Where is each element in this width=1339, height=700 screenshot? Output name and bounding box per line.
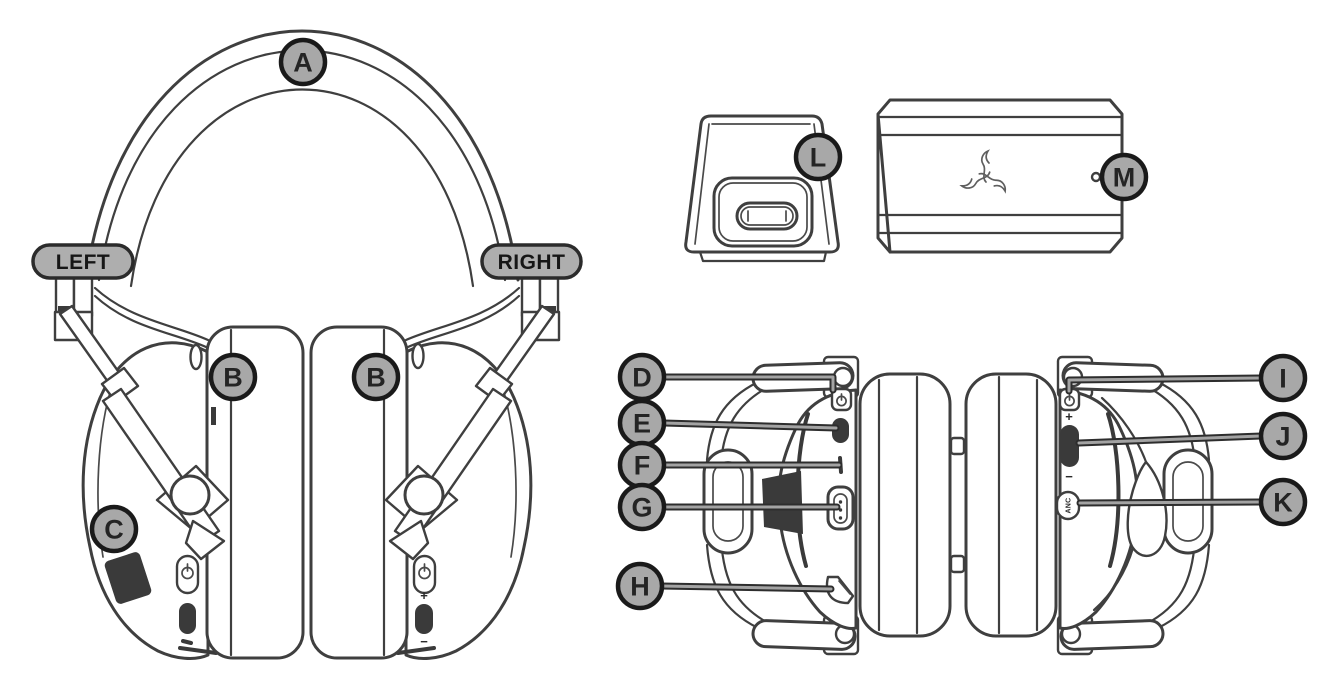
right-earcup-shell — [396, 341, 533, 660]
left-wire-inner — [93, 294, 208, 349]
anc-button: ANC — [1055, 490, 1081, 521]
mic-boom-stub — [762, 471, 803, 534]
left-band-loop — [702, 448, 754, 555]
wireless-receiver-view: M — [876, 98, 1149, 254]
right-ear-cushion — [964, 372, 1058, 638]
svg-text:K: K — [1273, 488, 1293, 518]
left-shell-slot — [189, 343, 203, 371]
smartswitch-button-front — [179, 603, 196, 634]
volume-rocker — [1060, 425, 1079, 467]
cushion-tab-top — [949, 436, 966, 456]
svg-text:B: B — [223, 363, 243, 393]
headset-front-view: + − LEFT RIGHT A B B C — [31, 29, 583, 660]
right-bottom-slider-bar — [1059, 619, 1165, 651]
svg-text:G: G — [631, 493, 652, 523]
right-yoke-band-lower — [1092, 546, 1135, 612]
svg-text:B: B — [366, 363, 386, 393]
left-bottom-slider-bar — [751, 619, 857, 651]
callout-badge-g: G — [617, 482, 667, 532]
mic-dongle — [104, 552, 152, 604]
right-shell-slot — [411, 342, 425, 370]
left-top-hinge-ring — [832, 366, 854, 388]
svg-text:M: M — [1113, 163, 1136, 193]
volume-minus-mark: − — [1065, 469, 1073, 484]
right-shell-seam — [1106, 412, 1121, 568]
callout-badge-i: I — [1258, 353, 1308, 403]
headband-underside-arc — [129, 88, 475, 288]
left-ear-cushion — [858, 372, 952, 638]
svg-text:J: J — [1275, 422, 1290, 452]
led-dash — [181, 639, 193, 645]
left-tag-text: LEFT — [56, 251, 111, 274]
callout-badge-h: H — [615, 561, 665, 611]
right-cup-front-controls: + − — [412, 554, 437, 649]
volume-minus-mark: − — [420, 634, 428, 649]
right-side-tag: RIGHT — [480, 243, 583, 280]
connector-base — [698, 250, 828, 263]
volume-rocker-front — [415, 604, 433, 634]
headband-outer-arc — [84, 29, 520, 282]
volume-plus-mark: + — [420, 588, 428, 603]
left-yoke-fork — [58, 304, 230, 561]
volume-plus-mark: + — [1065, 409, 1073, 424]
svg-text:ANC: ANC — [1066, 497, 1073, 513]
right-yoke-fork — [384, 304, 556, 561]
left-fork-tip — [184, 519, 226, 561]
right-fork-tip — [388, 519, 430, 561]
leader-lines — [657, 373, 1265, 593]
svg-text:F: F — [634, 451, 651, 481]
callout-badge-a: A — [278, 37, 328, 87]
right-yoke-band-upper — [1100, 396, 1148, 464]
receiver-led-dot — [1090, 171, 1102, 183]
svg-text:H: H — [630, 572, 650, 602]
callout-badge-c: C — [89, 504, 139, 554]
callout-badge-d: D — [617, 352, 667, 402]
usb-c-port — [735, 201, 799, 231]
svg-text:A: A — [293, 48, 313, 78]
callout-badge-l: L — [793, 132, 843, 182]
callout-badge-m: M — [1099, 152, 1149, 202]
right-tag-text: RIGHT — [498, 251, 566, 274]
usb-connector-view: L — [684, 114, 843, 263]
right-pivot-knob — [403, 474, 445, 516]
left-wire — [93, 286, 210, 342]
cushion-tab-bottom — [949, 554, 966, 574]
svg-text:C: C — [104, 515, 124, 545]
right-wire-inner — [406, 294, 521, 349]
callout-badge-f: F — [617, 440, 667, 490]
right-wire — [404, 286, 521, 342]
power-button-front-right — [412, 554, 437, 595]
callout-badge-j: J — [1258, 411, 1308, 461]
callout-badge-b-right: B — [351, 352, 401, 402]
smartswitch-button — [832, 418, 849, 443]
callout-badge-b-left: B — [208, 352, 258, 402]
svg-text:E: E — [633, 409, 651, 439]
svg-text:L: L — [810, 143, 827, 173]
audio-jack-notch — [825, 575, 855, 605]
callout-badge-k: K — [1258, 477, 1308, 527]
svg-text:I: I — [1279, 364, 1287, 394]
svg-text:D: D — [632, 363, 652, 393]
left-pivot-knob — [169, 474, 211, 516]
callout-badge-e: E — [617, 398, 667, 448]
razer-logo-icon — [959, 149, 1007, 194]
headset-bottom-view: + − ANC D E — [615, 352, 1308, 656]
left-side-tag: LEFT — [31, 243, 135, 280]
left-cup-front-controls — [175, 554, 200, 645]
power-button-front-left — [175, 554, 200, 595]
